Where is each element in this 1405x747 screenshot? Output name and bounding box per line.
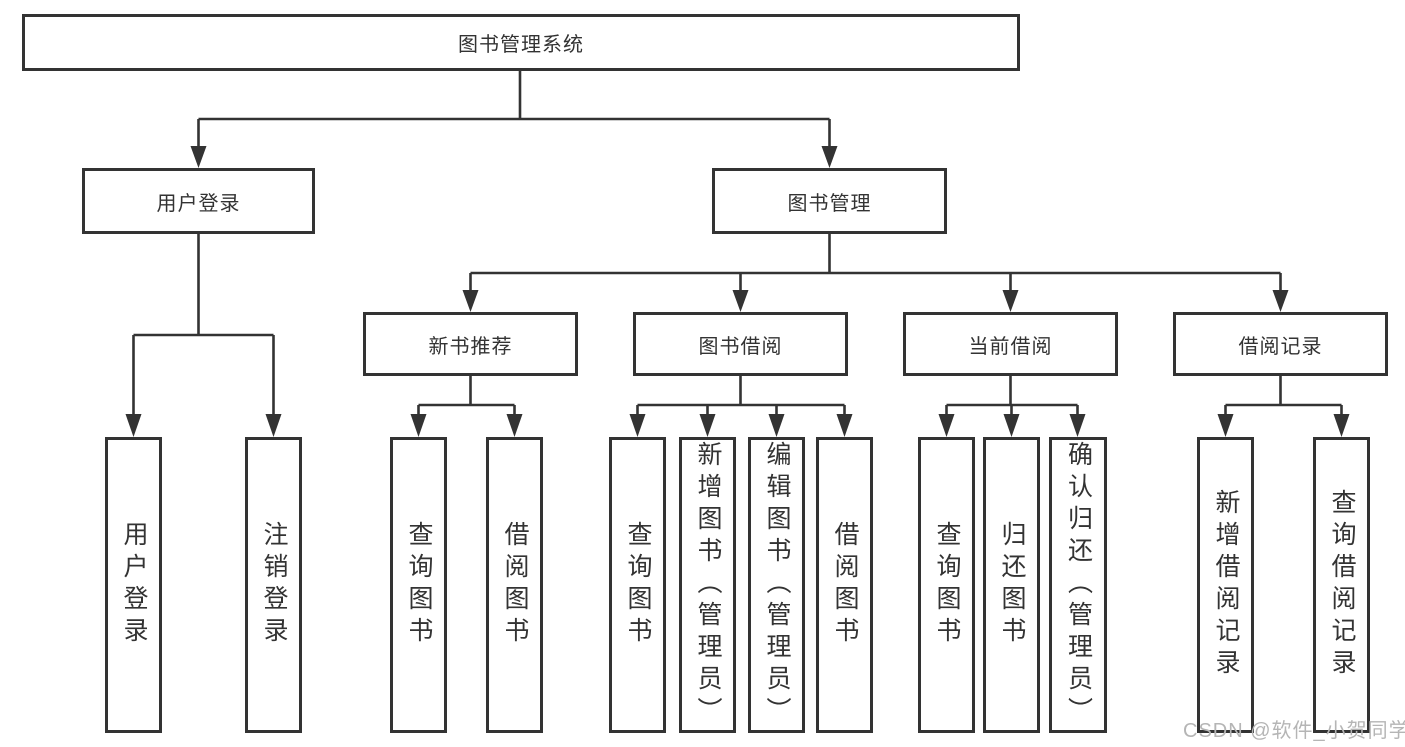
leaf-user-login-label: 用户登录 xyxy=(120,521,148,649)
leaf-query-borrow-record-label: 查询借阅记录 xyxy=(1328,489,1356,681)
leaf-query-borrow-record: 查询借阅记录 xyxy=(1313,437,1370,733)
node-book-management: 图书管理 xyxy=(712,168,947,234)
node-book-borrow: 图书借阅 xyxy=(633,312,848,376)
leaf-borrow-books: 借阅图书 xyxy=(816,437,873,733)
leaf-query-books-current-label: 查询图书 xyxy=(933,521,961,649)
leaf-add-borrow-record: 新增借阅记录 xyxy=(1197,437,1254,733)
leaf-edit-book-admin-label: 编辑图书（管理员） xyxy=(763,441,791,729)
leaf-add-book-admin: 新增图书（管理员） xyxy=(679,437,736,733)
leaf-query-books-borrow-label: 查询图书 xyxy=(624,521,652,649)
leaf-return-book: 归还图书 xyxy=(983,437,1040,733)
leaf-add-book-admin-label: 新增图书（管理员） xyxy=(694,441,722,729)
leaf-borrow-books-recommend-label: 借阅图书 xyxy=(501,521,529,649)
leaf-logout: 注销登录 xyxy=(245,437,302,733)
leaf-borrow-books-label: 借阅图书 xyxy=(831,521,859,649)
leaf-query-books-borrow: 查询图书 xyxy=(609,437,666,733)
leaf-confirm-return-admin: 确认归还（管理员） xyxy=(1049,437,1107,733)
leaf-edit-book-admin: 编辑图书（管理员） xyxy=(748,437,805,733)
leaf-user-login: 用户登录 xyxy=(105,437,162,733)
leaf-return-book-label: 归还图书 xyxy=(998,521,1026,649)
leaf-logout-label: 注销登录 xyxy=(260,521,288,649)
leaf-query-books-recommend-label: 查询图书 xyxy=(405,521,433,649)
leaf-confirm-return-admin-label: 确认归还（管理员） xyxy=(1064,441,1093,729)
leaf-query-books-recommend: 查询图书 xyxy=(390,437,447,733)
node-current-borrow: 当前借阅 xyxy=(903,312,1118,376)
leaf-borrow-books-recommend: 借阅图书 xyxy=(486,437,543,733)
watermark: CSDN @软件_小贺同学 xyxy=(1183,720,1405,742)
node-root-system: 图书管理系统 xyxy=(22,14,1020,71)
node-user-login: 用户登录 xyxy=(82,168,315,234)
node-borrow-records: 借阅记录 xyxy=(1173,312,1388,376)
leaf-query-books-current: 查询图书 xyxy=(918,437,975,733)
node-new-book-recommend: 新书推荐 xyxy=(363,312,578,376)
leaf-add-borrow-record-label: 新增借阅记录 xyxy=(1212,489,1240,681)
